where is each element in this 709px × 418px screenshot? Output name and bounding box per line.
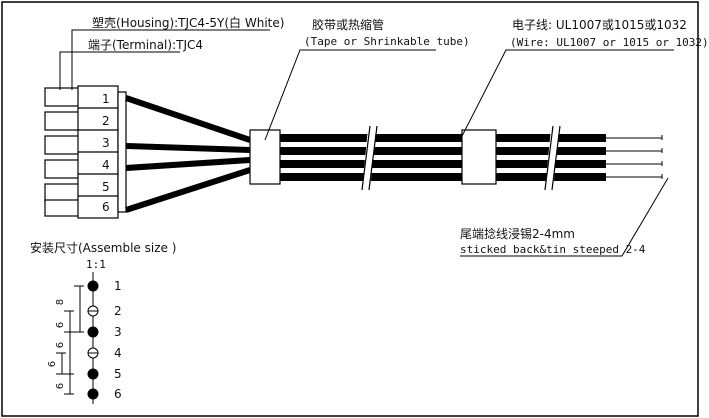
connector-housing	[44, 85, 127, 219]
tail-label-en: sticked back&tin steeped 2-4	[460, 243, 646, 256]
hole-pin-3	[87, 326, 99, 338]
hole-pin-1	[87, 280, 99, 292]
assemble-size-drawing	[56, 272, 94, 404]
stripped-tails	[606, 135, 663, 179]
wire-label-cn: 电子线: UL1007或1015或1032	[512, 18, 687, 32]
dimension-4-5: 6	[47, 360, 59, 368]
tape-sleeve-1	[249, 129, 281, 185]
wire-label-en: (Wire: UL1007 or 1015 or 1032)	[510, 36, 709, 49]
dimension-2-3: 6	[55, 321, 67, 329]
connector-pin-4: 4	[102, 158, 110, 172]
assemble-pin-1: 1	[114, 279, 122, 293]
connector-pin-5: 5	[102, 180, 110, 194]
assemble-scale: 1:1	[86, 258, 106, 271]
connector-pin-6: 6	[102, 200, 110, 214]
connector-pin-2: 2	[102, 114, 110, 128]
assemble-pin-5: 5	[114, 367, 122, 381]
assemble-holes	[87, 280, 99, 400]
drawing-border	[1, 1, 699, 417]
connector-pin-3: 3	[102, 136, 110, 150]
assemble-title: 安装尺寸(Assemble size )	[30, 241, 177, 255]
assemble-pin-2: 2	[114, 304, 122, 318]
tape-label-en: (Tape or Shrinkable tube)	[304, 35, 470, 48]
leader-lines	[59, 29, 674, 257]
fan-out-wires	[125, 95, 251, 213]
terminal-label: 端子(Terminal):TJC4	[88, 38, 204, 52]
assemble-pin-6: 6	[114, 387, 122, 401]
housing-label: 塑壳(Housing):TJC4-5Y(白 White)	[92, 16, 285, 30]
assemble-pin-4: 4	[114, 346, 122, 360]
break-marks	[361, 125, 561, 191]
dimension-5-6: 6	[55, 382, 67, 390]
hole-pin-5	[87, 368, 99, 380]
dimension-3-5: 6	[55, 341, 67, 349]
assemble-pin-3: 3	[114, 325, 122, 339]
tape-label-cn: 胶带或热缩管	[312, 18, 385, 32]
dimension-1-3: 8	[55, 298, 67, 306]
tape-sleeve-2	[461, 129, 497, 185]
hole-pin-6	[87, 388, 99, 400]
connector-pin-1: 1	[102, 92, 110, 106]
tail-label-cn: 尾端捻线浸锡2-4mm	[460, 227, 575, 241]
